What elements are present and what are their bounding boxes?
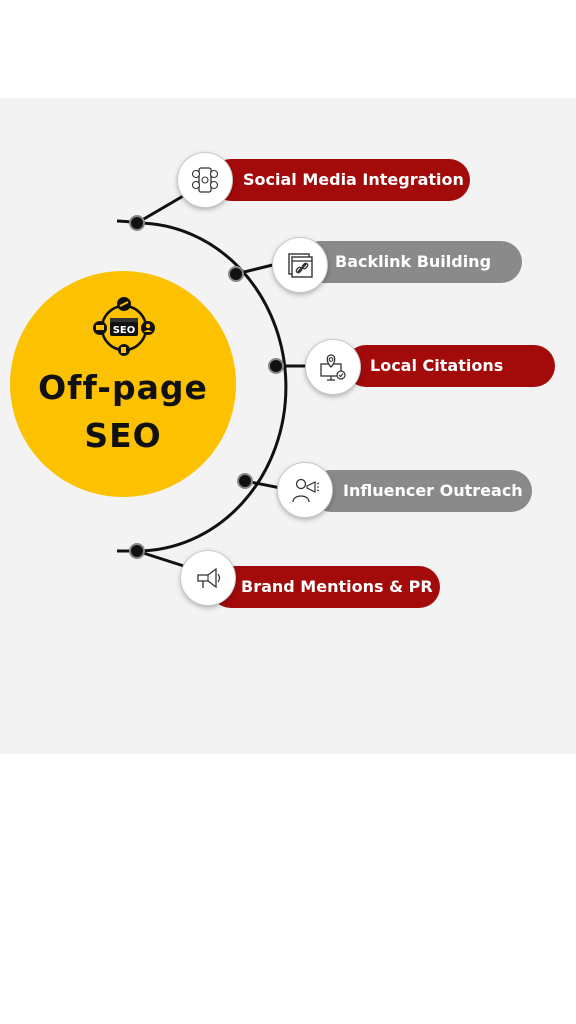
backlink-icon <box>288 253 313 278</box>
center-title-line2: SEO <box>84 416 162 455</box>
step-label: Social Media Integration <box>243 170 464 189</box>
location-pin-monitor-icon <box>320 354 346 381</box>
step-pill-brand-mentions: Brand Mentions & PR <box>210 566 440 608</box>
step-pill-influencer: Influencer Outreach <box>310 470 532 512</box>
step-label: Local Citations <box>370 356 504 375</box>
step-icon-disc <box>278 463 332 517</box>
social-media-icon <box>191 167 219 193</box>
step-label: Brand Mentions & PR <box>241 577 433 596</box>
svg-text:SEO: SEO <box>113 325 136 336</box>
megaphone-icon <box>197 567 221 589</box>
step-pill-social-media: Social Media Integration <box>210 159 470 201</box>
step-icon-disc <box>273 238 327 292</box>
influencer-megaphone-icon <box>292 478 320 503</box>
seo-network-icon: SEO <box>93 297 155 356</box>
step-pill-local-citations: Local Citations <box>345 345 555 387</box>
step-pill-backlink: Backlink Building <box>300 241 522 283</box>
step-label: Influencer Outreach <box>343 481 523 500</box>
step-label: Backlink Building <box>335 252 492 271</box>
center-title-line1: Off-page <box>38 368 208 407</box>
step-icon-disc <box>306 340 360 394</box>
step-icon-disc <box>178 153 232 207</box>
step-icon-disc <box>181 551 235 605</box>
